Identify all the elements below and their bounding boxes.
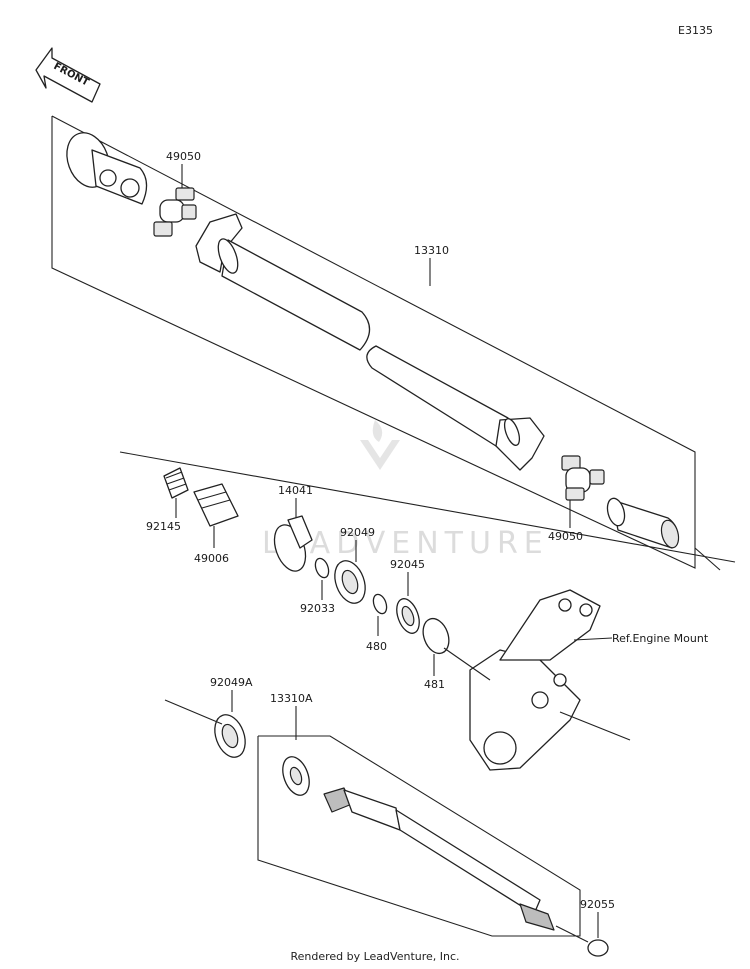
- part-label-92049: 92049: [340, 526, 375, 539]
- part-label-92145: 92145: [146, 520, 181, 533]
- axis-line: [555, 925, 589, 943]
- part-label-49050-top: 49050: [166, 150, 201, 163]
- group-frame-13310A: [257, 735, 581, 937]
- group-frame-13310: [51, 115, 696, 569]
- axis-line: [164, 699, 223, 725]
- bearing-part-92045: [396, 598, 420, 634]
- axis-line: [559, 711, 631, 741]
- spring-part-92145: [163, 467, 189, 499]
- circlip-part-480: [372, 593, 388, 615]
- part-label-49006: 49006: [194, 552, 229, 565]
- front-arrow-icon: FRONT: [35, 47, 101, 103]
- front-yoke-part: [66, 132, 148, 205]
- propeller-shaft-tube: [195, 213, 545, 471]
- oil-seal-part-92049: [334, 560, 366, 604]
- part-label-480: 480: [366, 640, 387, 653]
- oil-seal-part-92049A: [214, 714, 246, 758]
- leader-line: [573, 637, 613, 641]
- u-joint-cross-top: [153, 187, 197, 237]
- part-label-92045: 92045: [390, 558, 425, 571]
- rear-coupling-sleeve: [606, 497, 680, 549]
- axis-line: [119, 451, 736, 563]
- watermark-logo: LEADVENTURE: [262, 420, 543, 561]
- part-label-481: 481: [424, 678, 445, 691]
- part-label-49050-bottom: 49050: [548, 530, 583, 543]
- axis-line: [443, 647, 491, 681]
- diagram-code: E3135: [678, 24, 713, 37]
- engine-mount-part: [469, 589, 601, 771]
- part-label-92033: 92033: [300, 602, 335, 615]
- part-label-14041: 14041: [278, 484, 313, 497]
- part-label-13310A: 13310A: [270, 692, 313, 705]
- render-credit: Rendered by LeadVenture, Inc.: [290, 950, 460, 963]
- u-joint-cross-bottom: [561, 455, 605, 501]
- o-ring-part-92055: [587, 939, 609, 957]
- washer-part: [282, 756, 310, 796]
- axis-line: [694, 547, 721, 571]
- part-label-92049A: 92049A: [210, 676, 253, 689]
- snap-ring-part-481: [422, 617, 450, 655]
- boot-part-49006: [193, 483, 239, 527]
- output-shaft-part: [323, 787, 555, 931]
- part-label-13310: 13310: [414, 244, 449, 257]
- circlip-part-92033: [314, 557, 330, 579]
- part-label-92055: 92055: [580, 898, 615, 911]
- cover-part-14041: [273, 515, 313, 572]
- ref-engine-mount-label: Ref.Engine Mount: [612, 632, 709, 645]
